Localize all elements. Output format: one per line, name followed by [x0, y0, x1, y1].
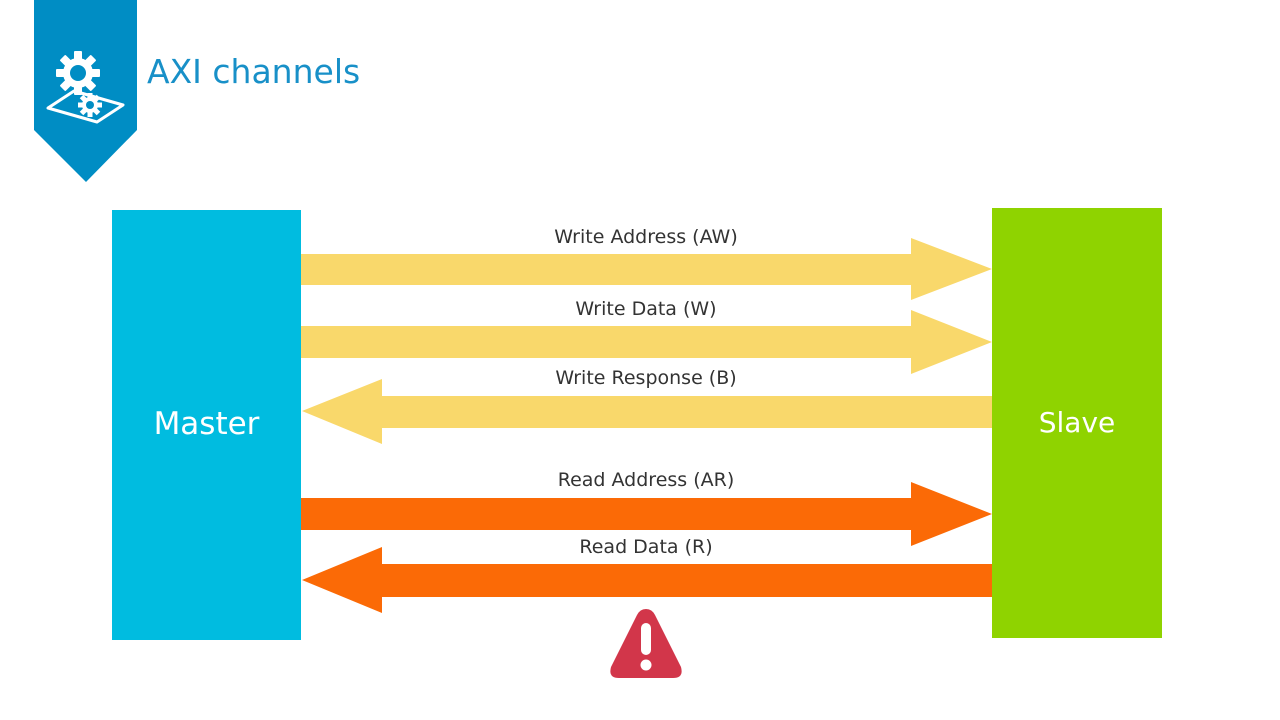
- write-address-label: Write Address (AW): [554, 226, 738, 248]
- master-label: Master: [153, 406, 260, 442]
- write-data-arrow: [301, 310, 992, 374]
- read-data-arrow: [302, 547, 992, 613]
- slave-box: [992, 208, 1162, 638]
- slave-label: Slave: [1038, 406, 1116, 439]
- write-response-label: Write Response (B): [555, 367, 737, 389]
- read-address-arrow: [301, 482, 992, 546]
- gear-icon: [46, 51, 125, 124]
- write-address-arrow: [301, 238, 992, 300]
- warning-icon: [610, 609, 682, 678]
- page-title: AXI channels: [147, 52, 361, 91]
- header-badge: [34, 0, 137, 182]
- badge-banner: [34, 0, 137, 182]
- write-response-arrow: [302, 379, 992, 444]
- write-data-label: Write Data (W): [575, 298, 717, 320]
- read-data-label: Read Data (R): [579, 536, 713, 558]
- read-address-label: Read Address (AR): [557, 469, 735, 491]
- master-box: [112, 210, 301, 640]
